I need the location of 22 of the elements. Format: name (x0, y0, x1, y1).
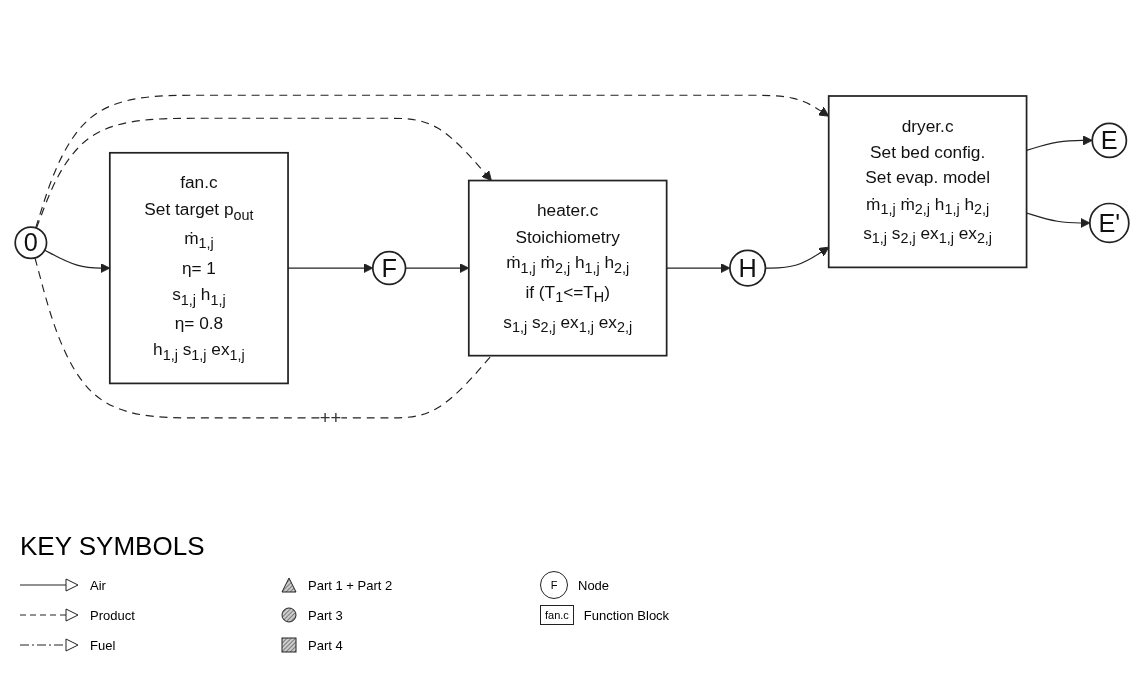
legend-text: Part 1 + Part 2 (308, 577, 393, 593)
node-box: dryer.c Set bed config. Set evap. model ṁ$_{1,j}$ ṁ$_{2,j}$ h$_{1,j}$ h$_{2,j}$ s$_{1,j}$ s$_{2,j}$ ex$_{1,j}$ ex$_{2,j}$ (827, 95, 1028, 269)
node-circle: 0 (14, 226, 48, 260)
legend-text: Part 4 (308, 637, 343, 653)
arrow (666, 263, 731, 274)
node-circle: E (1091, 122, 1128, 159)
edge-label: ++ (319, 407, 342, 428)
node-box: heater.c Stoichiometry ṁ$_{1,j}$ ṁ$_{2,j}$ h$_{1,j}$ h$_{2,j}$ if (T$_{1}$<=T$_{H}$) s$_{1,j}$ s$_{2,j}$ ex$_{1,j}$ ex$_{2,j}$ (467, 179, 668, 357)
legend-text: Product (90, 607, 135, 623)
legend-text: Function Block (583, 607, 670, 623)
node-circle: F (371, 250, 407, 286)
legend-text: Part 3 (308, 607, 343, 623)
legend-text: Fuel (90, 637, 116, 653)
node-circle: H (729, 249, 767, 287)
legend-text: Air (90, 577, 106, 593)
arrow (1026, 135, 1093, 151)
legend-text: Node (578, 577, 610, 593)
function-block-sample: fan.c (540, 605, 574, 625)
node-circle: E' (1088, 202, 1130, 244)
legend-heading: KEY SYMBOLS (20, 531, 205, 562)
arrow (35, 117, 492, 229)
node-box: fan.c Set target p$_{out}$ ṁ$_{1,j}$ η= 1 s$_{1,j}$ h$_{1,j}$ η= 0.8 h$_{1,j}$ s$_{1,j}$ ex$_{1,j}$ (108, 151, 289, 385)
